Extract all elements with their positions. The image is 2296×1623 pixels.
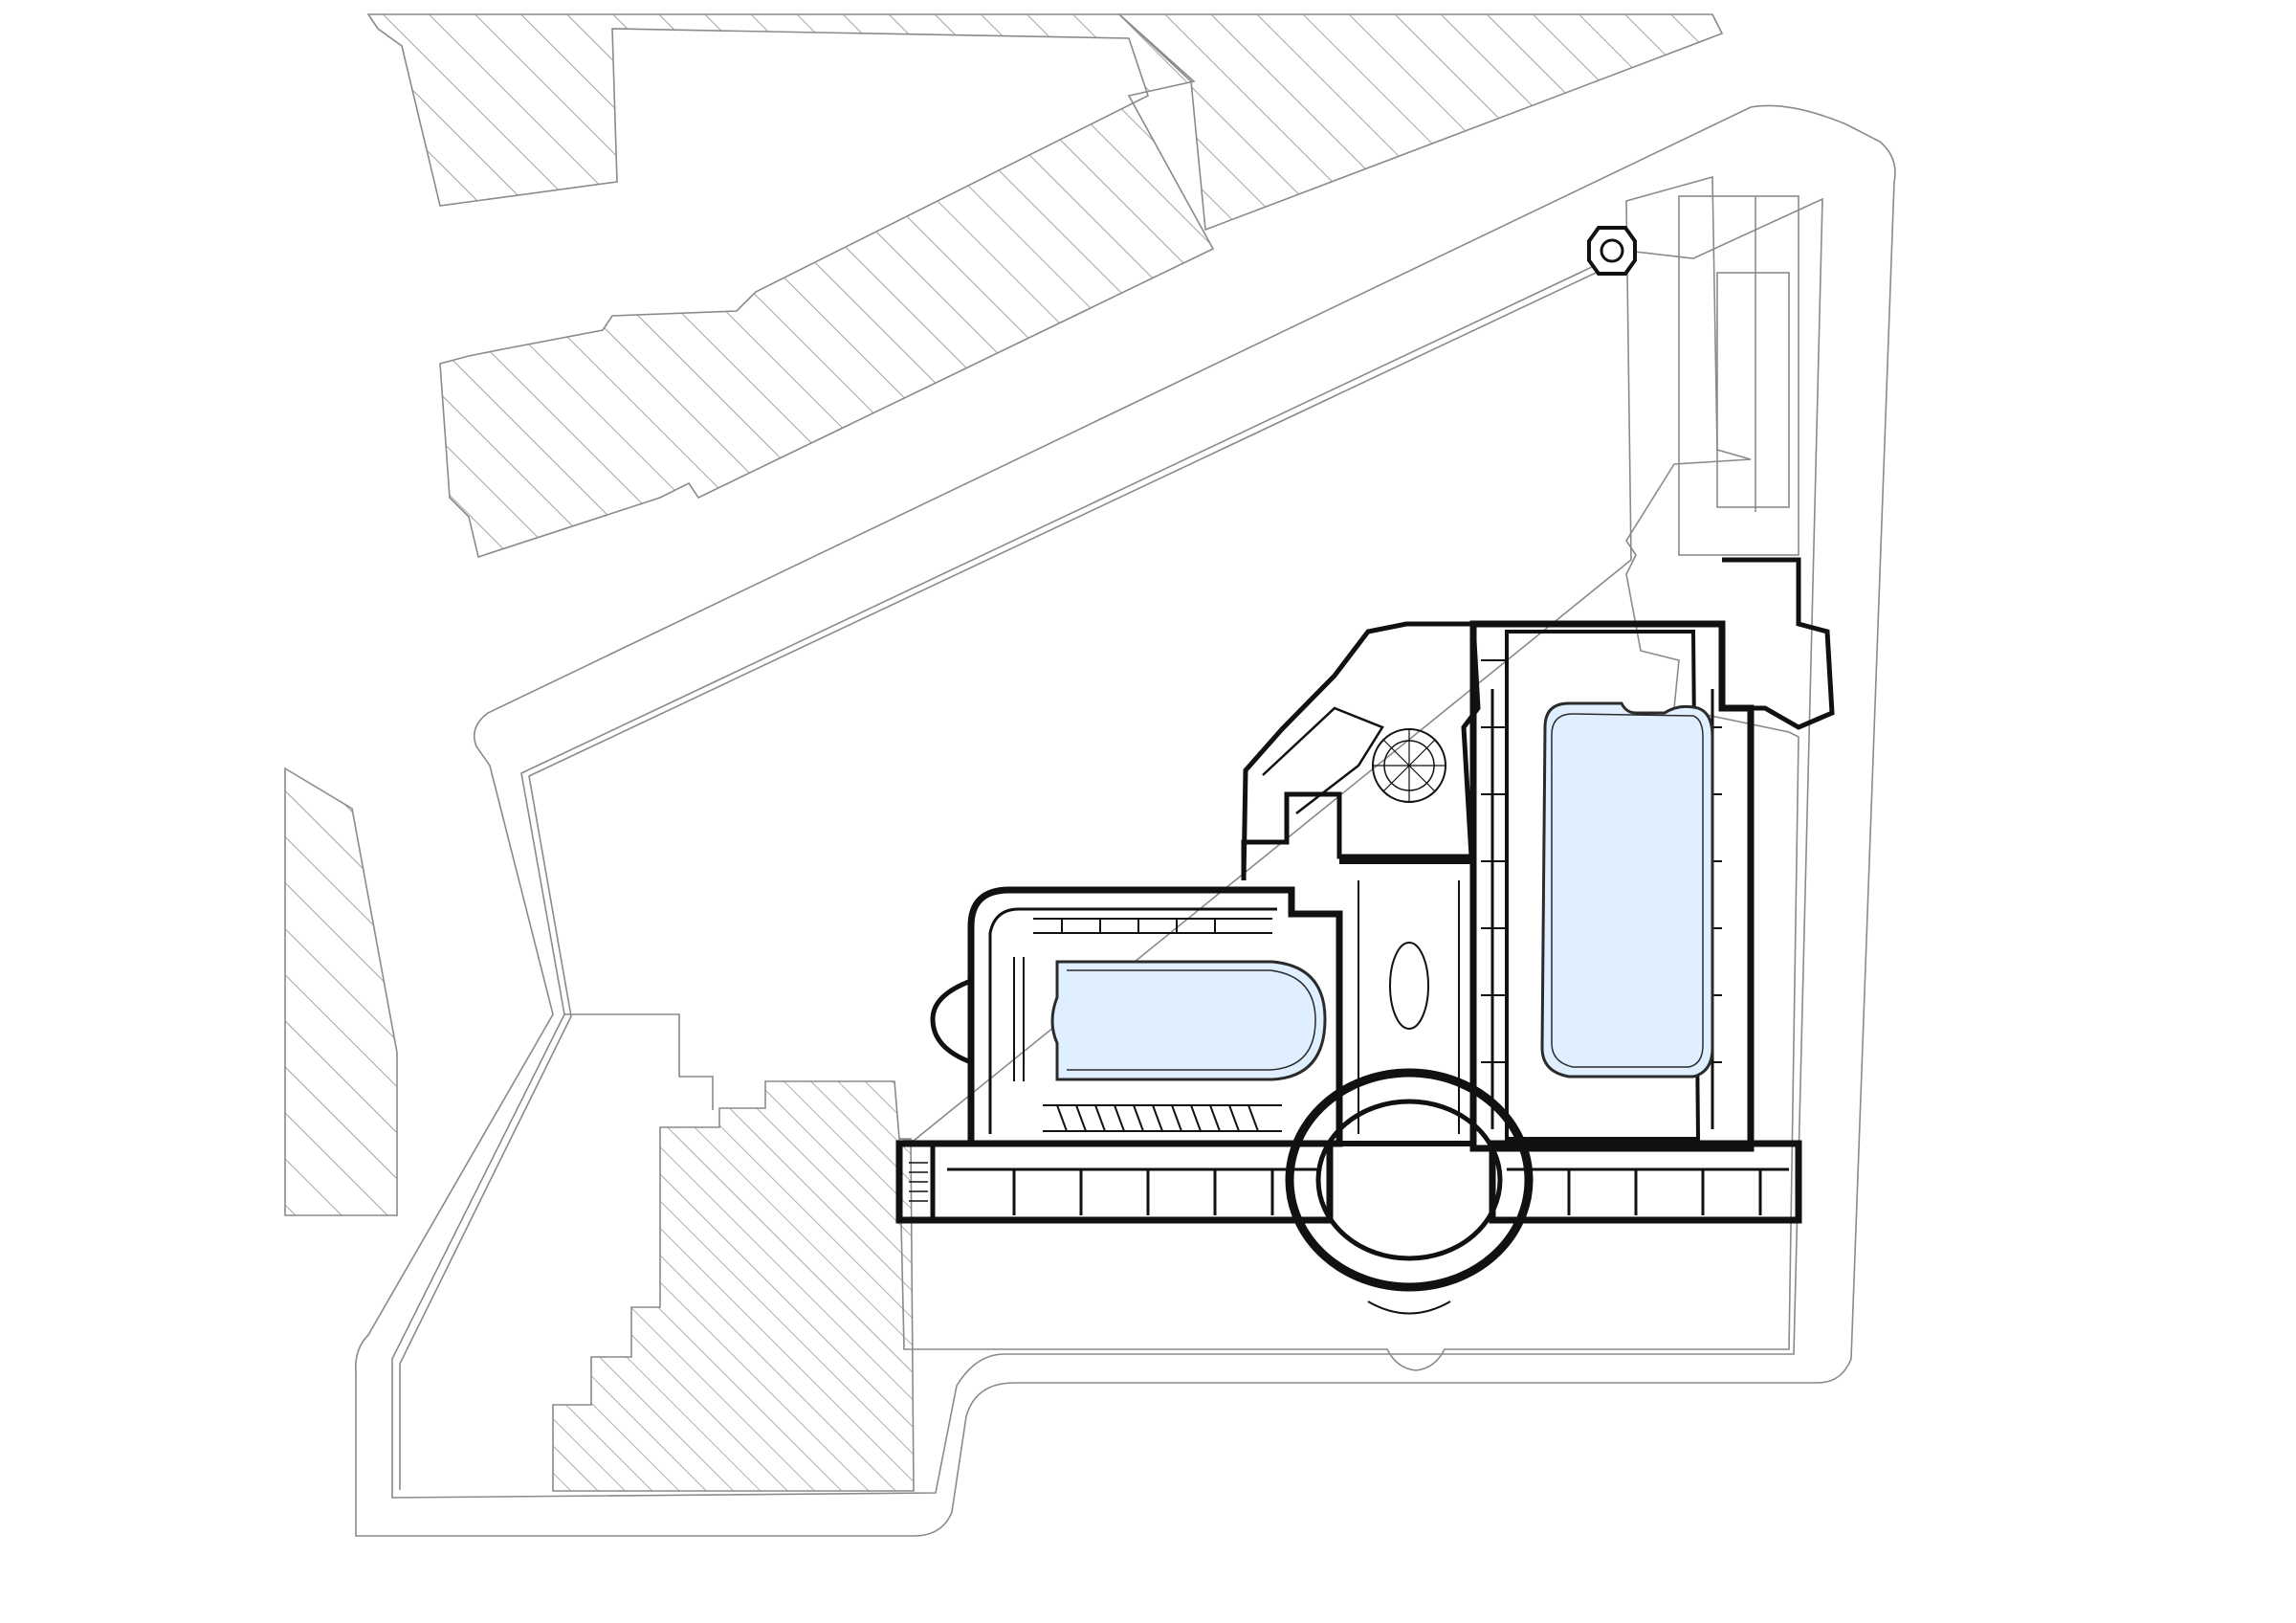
north-east-block bbox=[1116, 13, 1724, 232]
outer-street-edge bbox=[354, 104, 1896, 1537]
north-west-block bbox=[366, 13, 1215, 559]
east-court bbox=[1678, 195, 1799, 556]
entrance-bay bbox=[1367, 1301, 1451, 1315]
east-court-inner bbox=[1716, 272, 1790, 508]
oval-rotunda-outer bbox=[1285, 1068, 1534, 1292]
inner-site-edge-2 bbox=[399, 257, 1627, 1490]
south-range bbox=[895, 1140, 1334, 1224]
building-footprint-outline bbox=[898, 175, 1799, 1371]
south-west-stair bbox=[896, 1141, 936, 1223]
east-tower bbox=[1722, 557, 1835, 730]
west-strip-block bbox=[284, 767, 398, 1216]
west-apse bbox=[930, 978, 972, 1065]
inner-site-edge bbox=[391, 197, 1823, 1499]
oval-rotunda-inner bbox=[1315, 1099, 1503, 1261]
south-west-adjoining-block bbox=[552, 1080, 915, 1492]
octagonal-kiosk bbox=[1587, 226, 1637, 276]
small-pool-west bbox=[1050, 960, 1327, 1081]
central-spine bbox=[1339, 858, 1476, 1146]
street-outlines bbox=[354, 104, 1896, 1537]
pools bbox=[1050, 701, 1714, 1081]
west-pool-hall bbox=[967, 886, 1343, 1147]
stepped-link bbox=[564, 1013, 714, 1110]
building bbox=[895, 557, 1835, 1315]
large-pool-east bbox=[1540, 701, 1714, 1078]
neighbouring-buildings bbox=[284, 13, 1724, 1492]
